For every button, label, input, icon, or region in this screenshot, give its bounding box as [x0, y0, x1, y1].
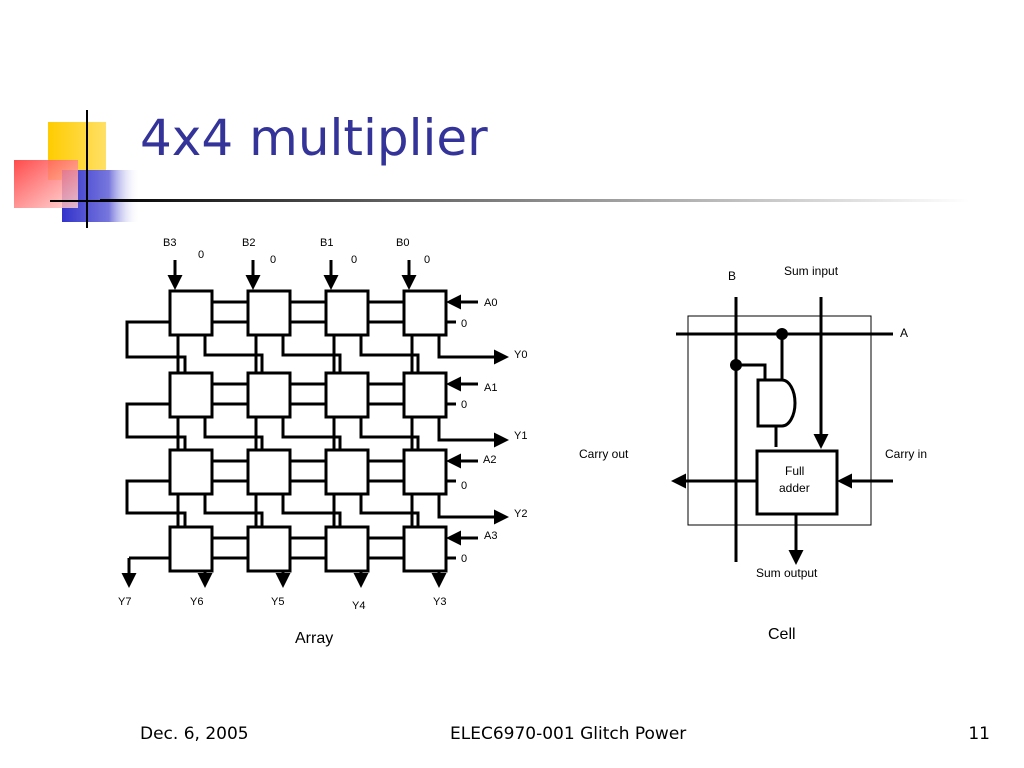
cell-boundary [687, 315, 872, 526]
cell-caption: Cell [768, 626, 796, 643]
array-cell [402, 448, 448, 496]
sum-wire [203, 417, 264, 450]
array-cell [324, 448, 370, 496]
y6-label: Y6 [190, 596, 203, 608]
footer-date: Dec. 6, 2005 [140, 724, 249, 744]
cell-a-label: A [900, 326, 908, 340]
a-junction-dot [776, 328, 788, 340]
footer-course-title: ELEC6970-001 Glitch Power [450, 724, 687, 744]
sum-wire [281, 494, 342, 527]
zero-row-label: 0 [461, 480, 467, 492]
zero-row-label: 0 [461, 553, 467, 565]
y3-label: Y3 [433, 596, 446, 608]
array-cell [324, 525, 370, 573]
array-caption: Array [295, 630, 333, 647]
carry-loop [125, 402, 187, 450]
carry-loop [125, 320, 187, 373]
sum-output-label: Sum output [756, 566, 818, 580]
array-cell [246, 371, 292, 419]
zero-top-label: 0 [351, 254, 357, 266]
sum-wire [359, 417, 420, 450]
sum-wire [281, 335, 342, 373]
array-cell [402, 525, 448, 573]
y1-output-wire [437, 417, 509, 448]
a1-label: A1 [484, 382, 497, 394]
carry-in-label: Carry in [885, 447, 927, 461]
array-cell [246, 448, 292, 496]
y2-label: Y2 [514, 508, 527, 520]
y4-label: Y4 [352, 600, 365, 612]
footer-page-number: 11 [968, 724, 990, 744]
array-cell [168, 371, 214, 419]
array-cell [246, 525, 292, 573]
sum-wire [281, 417, 342, 450]
sum-wire [203, 494, 264, 527]
y0-output-wire [437, 335, 509, 365]
y0-label: Y0 [514, 349, 527, 361]
sum-wire [203, 335, 264, 373]
array-cell [324, 289, 370, 337]
zero-top-label: 0 [198, 249, 204, 261]
carry-loop [125, 479, 187, 527]
slide-title: 4x4 multiplier [140, 109, 488, 167]
carry-out-label: Carry out [579, 447, 629, 461]
y1-label: Y1 [514, 430, 527, 442]
b2-label: B2 [242, 237, 255, 249]
zero-row-label: 0 [461, 399, 467, 411]
zero-top-label: 0 [424, 254, 430, 266]
y5-label: Y5 [271, 596, 284, 608]
corner-decoration [14, 110, 140, 228]
b3-label: B3 [163, 237, 176, 249]
b0-label: B0 [396, 237, 409, 249]
b-to-and-wire [736, 363, 767, 380]
y2-output-wire [437, 494, 509, 525]
full-adder-label-line1: Full [785, 464, 804, 478]
b1-label: B1 [320, 237, 333, 249]
a3-label: A3 [484, 530, 497, 542]
sum-wire [359, 494, 420, 527]
array-diagram [121, 260, 509, 588]
title-rule [100, 199, 970, 202]
sum-input-label: Sum input [784, 264, 839, 278]
cell-b-label: B [728, 269, 736, 283]
array-cell [402, 289, 448, 337]
sum-wire [359, 335, 420, 373]
array-cell [402, 371, 448, 419]
array-cell [246, 289, 292, 337]
full-adder-label-line2: adder [779, 481, 810, 495]
a0-label: A0 [484, 297, 497, 309]
array-cell [168, 525, 214, 573]
y7-label: Y7 [118, 596, 131, 608]
array-cell [168, 448, 214, 496]
array-cell [324, 371, 370, 419]
a2-label: A2 [483, 454, 496, 466]
and-gate [756, 378, 797, 428]
cell-diagram [671, 297, 893, 565]
zero-row-label: 0 [461, 318, 467, 330]
b-junction-dot [730, 359, 742, 371]
array-cell [168, 289, 214, 337]
zero-top-label: 0 [270, 254, 276, 266]
